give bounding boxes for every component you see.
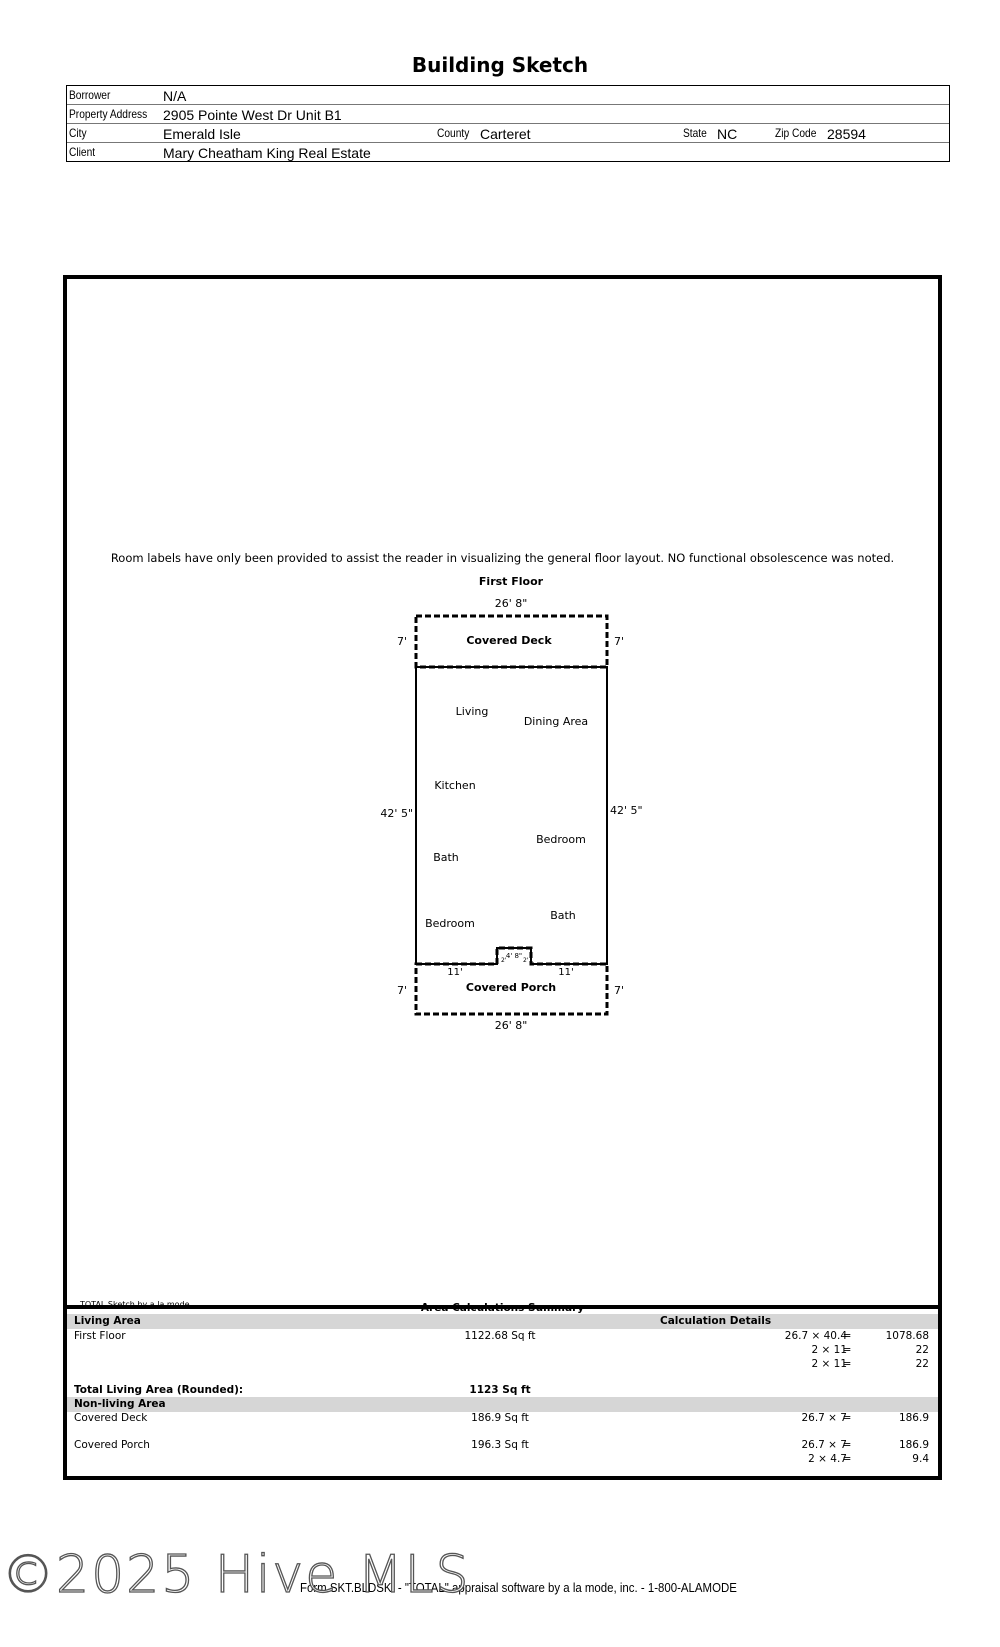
dim-porch-seg-left: 11' — [447, 967, 462, 978]
first-floor-area: 1122.68 Sq ft — [464, 1330, 536, 1342]
nonliving-band — [67, 1397, 938, 1412]
sketch-credit: TOTAL Sketch by a la mode — [80, 1300, 190, 1309]
calc-val: 22 — [915, 1344, 929, 1356]
calc-eq: = — [842, 1330, 852, 1342]
porch-label: Covered Porch — [466, 981, 556, 994]
calc-expr: 2 × 11 — [811, 1358, 847, 1370]
room-bedroom-left: Bedroom — [425, 917, 475, 930]
dim-porch-right: 7' — [614, 984, 624, 997]
dim-deck-right: 7' — [614, 635, 624, 648]
county-value: Carteret — [480, 126, 531, 142]
area-calculations-table: Living Area Calculation Details First Fl… — [63, 1305, 942, 1480]
calc-val: 186.9 — [898, 1412, 929, 1424]
address-value: 2905 Pointe West Dr Unit B1 — [163, 107, 342, 123]
dim-deck-left: 7' — [397, 635, 407, 648]
dim-notch-width: 4' 8" — [506, 952, 522, 960]
zip-value: 28594 — [827, 126, 866, 142]
city-row: City Emerald Isle County Carteret State … — [67, 124, 949, 143]
calc-val: 186.9 — [898, 1439, 929, 1451]
dim-notch-left: 2' — [501, 957, 507, 964]
dim-left-height: 42' 5" — [380, 807, 413, 820]
borrower-label: Borrower — [69, 88, 111, 102]
dim-bottom-width: 26' 8" — [495, 1019, 528, 1032]
client-row: Client Mary Cheatham King Real Estate — [67, 143, 949, 161]
floor-title: First Floor — [479, 575, 544, 588]
porch-calc-label: Covered Porch — [74, 1439, 150, 1451]
dim-notch-right: 2' — [523, 957, 529, 964]
deck-calc-label: Covered Deck — [74, 1412, 148, 1424]
calc-eq: = — [842, 1439, 852, 1451]
city-value: Emerald Isle — [163, 126, 241, 142]
state-value: NC — [717, 126, 738, 142]
address-row: Property Address 2905 Pointe West Dr Uni… — [67, 105, 949, 124]
room-bath-right: Bath — [550, 909, 576, 922]
calc-details-header: Calculation Details — [660, 1315, 772, 1327]
property-header-table: Borrower N/A Property Address 2905 Point… — [66, 85, 950, 162]
floor-plan: First Floor 26' 8" Covered Deck 7' 7' Li… — [380, 575, 643, 1032]
client-label: Client — [69, 145, 96, 159]
living-area-header: Living Area — [74, 1315, 141, 1327]
state-label: State — [683, 126, 707, 140]
room-dining-area: Dining Area — [524, 715, 588, 728]
address-label: Property Address — [69, 107, 148, 121]
calc-expr: 26.7 × 7 — [801, 1439, 847, 1451]
sketch-frame: Room labels have only been provided to a… — [63, 275, 942, 1480]
deck-calc-area: 186.9 Sq ft — [471, 1412, 529, 1424]
calc-eq: = — [842, 1344, 852, 1356]
calc-eq: = — [842, 1358, 852, 1370]
calc-expr: 26.7 × 7 — [801, 1412, 847, 1424]
calc-expr: 26.7 × 40.4 — [784, 1330, 847, 1342]
room-living: Living — [456, 705, 489, 718]
county-label: County — [437, 126, 470, 140]
dim-top-width: 26' 8" — [495, 597, 528, 610]
dim-right-height: 42' 5" — [610, 804, 643, 817]
sketch-note: Room labels have only been provided to a… — [110, 551, 895, 565]
total-living-value: 1123 Sq ft — [469, 1384, 531, 1396]
dim-porch-left: 7' — [397, 984, 407, 997]
covered-porch — [414, 946, 609, 1016]
living-area-band — [67, 1314, 938, 1329]
calc-expr: 2 × 4.7 — [808, 1453, 847, 1465]
form-footer: Form SKT.BLDSKI - "TOTAL" appraisal soft… — [300, 1580, 737, 1595]
deck-label: Covered Deck — [466, 634, 552, 647]
calc-eq: = — [842, 1412, 852, 1424]
borrower-row: Borrower N/A — [67, 86, 949, 105]
calc-expr: 2 × 11 — [811, 1344, 847, 1356]
calc-val: 22 — [915, 1358, 929, 1370]
calc-val: 9.4 — [912, 1453, 929, 1465]
borrower-value: N/A — [163, 88, 187, 104]
porch-calc-area: 196.3 Sq ft — [471, 1439, 529, 1451]
city-label: City — [69, 126, 87, 140]
room-bedroom-right: Bedroom — [536, 833, 586, 846]
nonliving-header: Non-living Area — [74, 1398, 166, 1410]
room-bath-left: Bath — [433, 851, 459, 864]
dim-porch-seg-right: 11' — [558, 967, 573, 978]
calc-val: 1078.68 — [885, 1330, 929, 1342]
watermark: ©2025 Hive MLS — [1, 1544, 471, 1605]
zip-label: Zip Code — [775, 126, 817, 140]
client-value: Mary Cheatham King Real Estate — [163, 145, 371, 161]
page-title: Building Sketch — [411, 53, 589, 77]
first-floor-label: First Floor — [74, 1330, 126, 1342]
room-kitchen: Kitchen — [434, 779, 475, 792]
calc-eq: = — [842, 1453, 852, 1465]
total-living-label: Total Living Area (Rounded): — [74, 1384, 244, 1396]
